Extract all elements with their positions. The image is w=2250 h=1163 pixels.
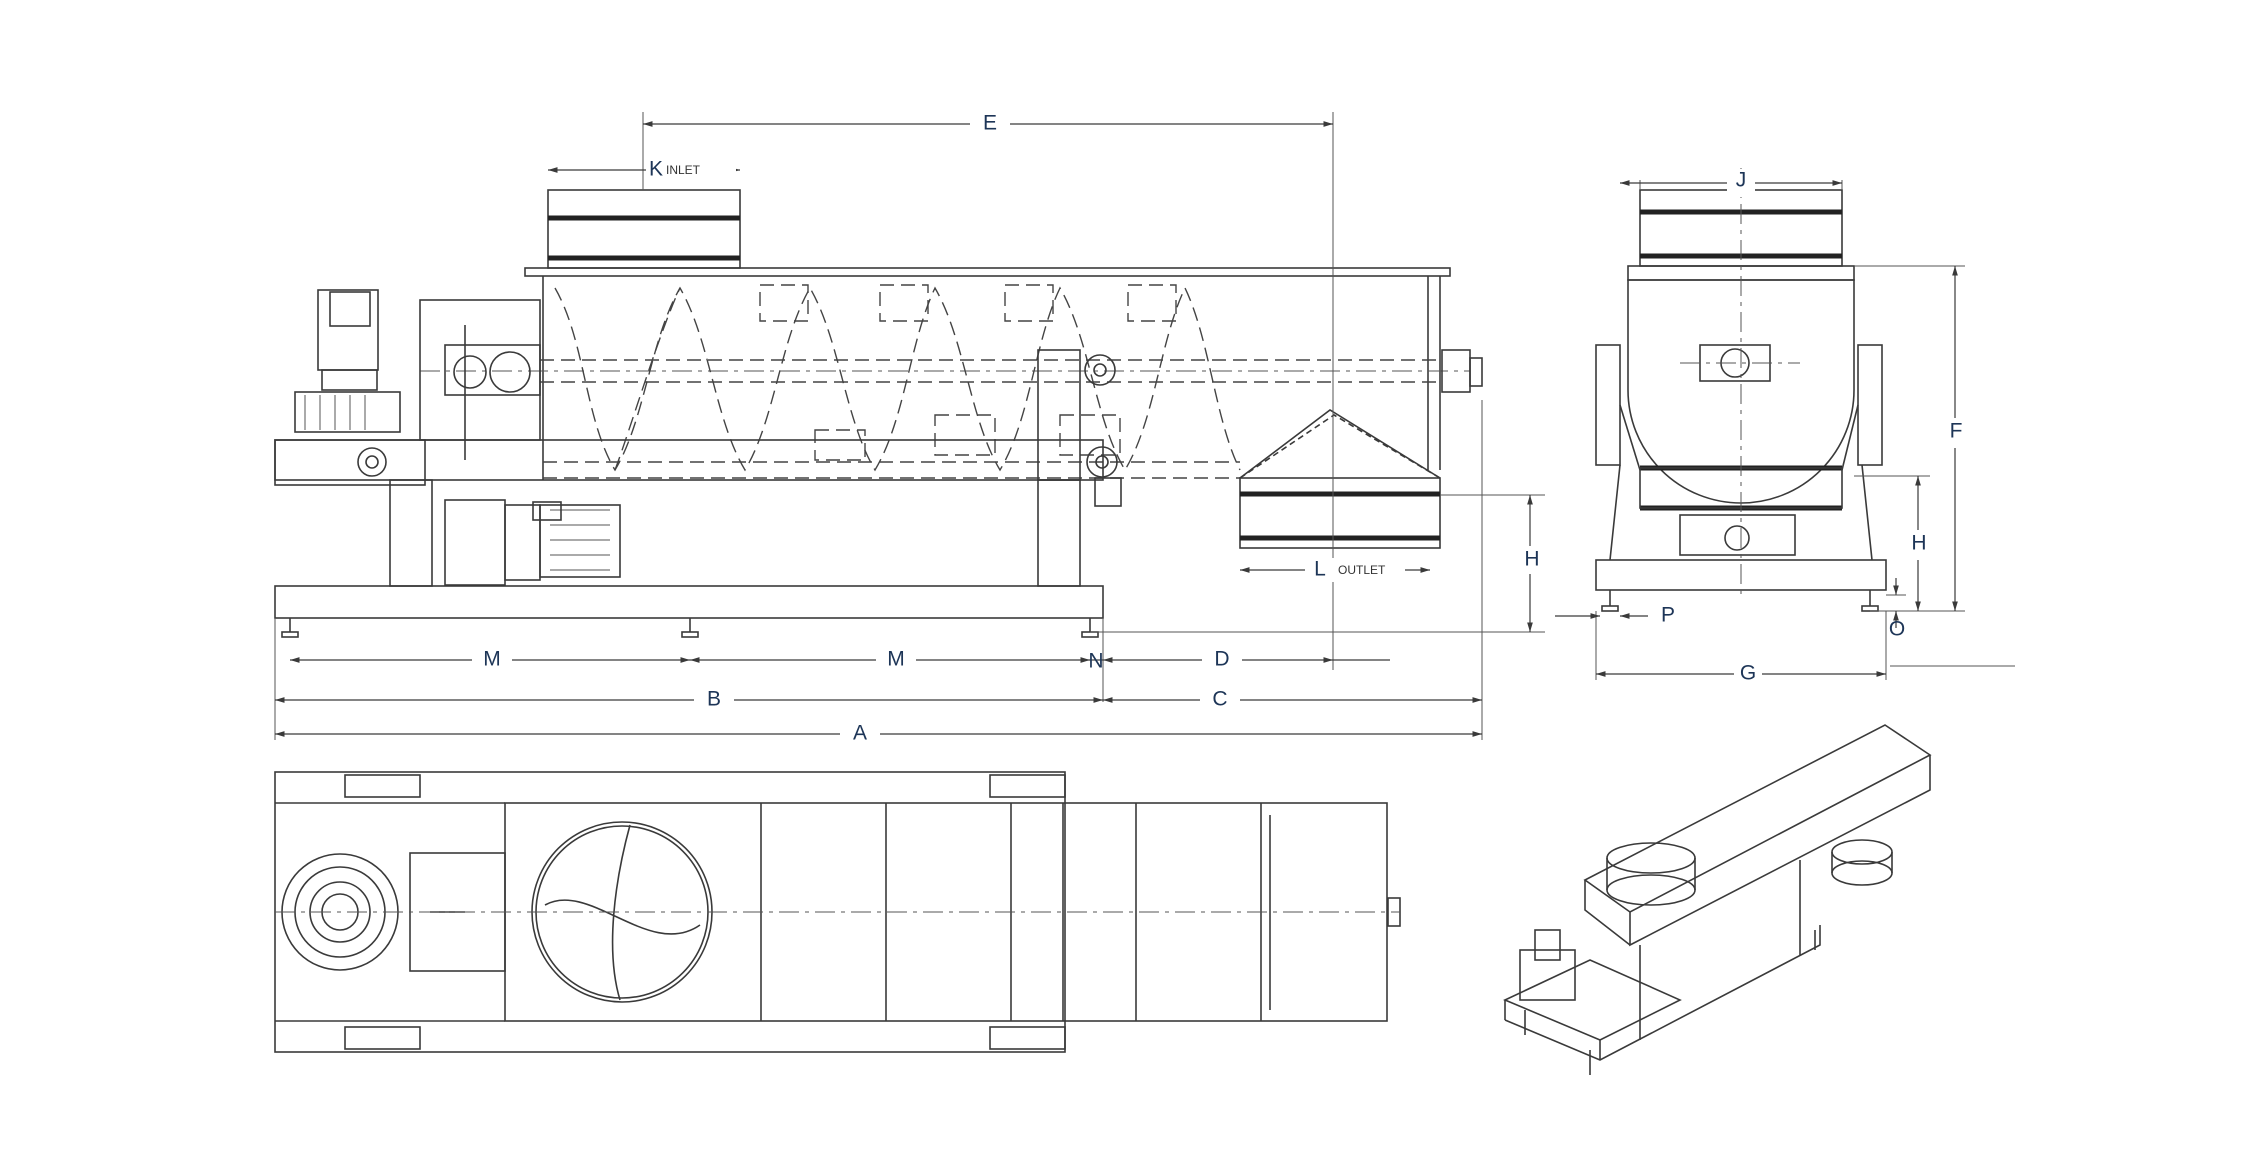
- dimension-N: N: [1088, 650, 1103, 673]
- label-E: E: [983, 112, 997, 135]
- plan-view: [274, 771, 1401, 1053]
- dimension-M-1: M: [290, 646, 690, 674]
- dimension-L-outlet: L OUTLET: [1240, 558, 1430, 582]
- isometric-view: [1503, 724, 1932, 1075]
- label-H-end: H: [1911, 532, 1926, 555]
- dimension-P: P: [1555, 604, 1675, 627]
- label-D: D: [1214, 648, 1229, 671]
- dimension-H-end: H: [1905, 476, 1933, 611]
- label-K: K: [649, 158, 663, 181]
- end-elevation-view: [1595, 168, 2015, 680]
- dimension-O: O: [1886, 578, 1906, 641]
- dimension-J: J: [1620, 169, 1842, 197]
- label-P: P: [1661, 604, 1675, 627]
- dimension-M-2: M: [690, 646, 1090, 674]
- label-F: F: [1950, 420, 1963, 443]
- label-outlet: OUTLET: [1338, 563, 1386, 577]
- dimension-D: D: [1103, 646, 1390, 674]
- dimension-G: G: [1596, 660, 1886, 688]
- label-O: O: [1889, 618, 1905, 641]
- label-L: L: [1314, 558, 1326, 581]
- label-G: G: [1740, 662, 1756, 685]
- label-M-2: M: [887, 648, 905, 671]
- dimension-E: E: [643, 110, 1333, 138]
- dimension-F: F: [1942, 266, 1970, 611]
- dimension-H-side: H: [1518, 495, 1546, 632]
- label-H-side: H: [1524, 548, 1539, 571]
- label-M-1: M: [483, 648, 501, 671]
- label-inlet: INLET: [666, 163, 701, 177]
- dimension-B: B: [275, 686, 1103, 714]
- dimension-A: A: [275, 720, 1482, 748]
- label-J: J: [1736, 169, 1747, 192]
- label-N: N: [1088, 650, 1103, 673]
- label-A: A: [853, 722, 867, 745]
- label-C: C: [1212, 688, 1227, 711]
- label-B: B: [707, 688, 721, 711]
- dimension-C: C: [1103, 686, 1482, 714]
- side-elevation-view: [274, 112, 1545, 740]
- dimension-K-inlet: K INLET: [548, 158, 740, 182]
